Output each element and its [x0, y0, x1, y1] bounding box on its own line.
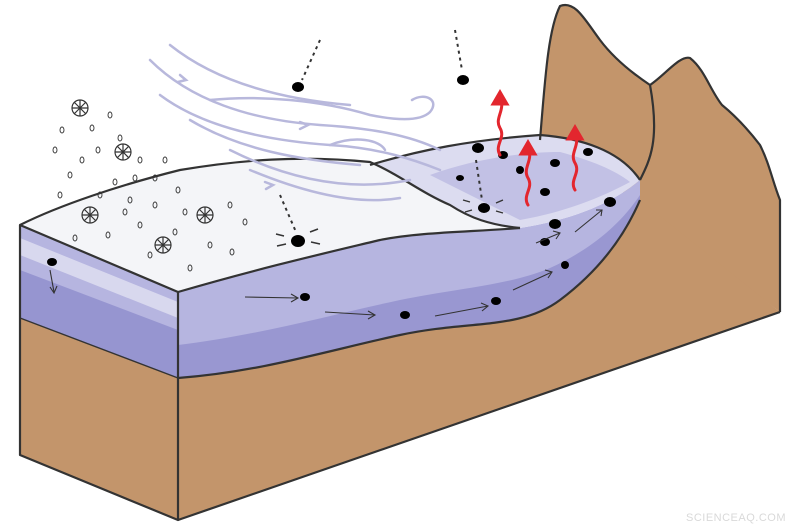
snow-grain — [107, 111, 113, 119]
meteorite-icon — [478, 203, 490, 213]
snow-grain — [229, 248, 235, 256]
meteorite-icon — [549, 219, 561, 229]
meteorite-icon — [550, 159, 560, 167]
meteorite-icon — [604, 197, 616, 207]
meteorite-icon — [400, 311, 410, 319]
snow-grain — [79, 156, 85, 164]
ice-layer-dark — [20, 270, 178, 378]
snow-grain — [105, 231, 111, 239]
concentrated-meteorites — [47, 143, 616, 319]
snow-grain — [122, 208, 128, 216]
ice-flow-arrow-icon — [49, 209, 603, 320]
snow-grain — [147, 251, 153, 259]
snowflake-icon — [81, 206, 99, 224]
snow-grain — [89, 124, 95, 132]
meteorite-icon — [457, 75, 469, 85]
sublimation-arrow-icon — [565, 124, 585, 192]
meteorite-icon — [47, 258, 57, 266]
bedrock-side-face — [178, 200, 780, 520]
meteorite-icon — [300, 293, 310, 301]
snow-grain — [52, 146, 58, 154]
falling-meteorites — [275, 29, 504, 247]
snowflake-icon — [196, 206, 214, 224]
snow-grain — [95, 146, 101, 154]
bedrock-front-face — [20, 318, 178, 520]
snow-grain — [207, 241, 213, 249]
meteorite-icon — [291, 235, 305, 247]
snow-grain — [117, 134, 123, 142]
meteorite-icon — [516, 166, 524, 174]
snow-grains — [52, 111, 248, 272]
sublimation-arrow-icon — [518, 139, 538, 207]
snow-grain — [112, 178, 118, 186]
snow-grain — [67, 171, 73, 179]
snow-grain — [152, 174, 158, 182]
snowflake-icon — [71, 99, 89, 117]
meteorite-icon — [561, 261, 569, 269]
snowflake-icon — [114, 143, 132, 161]
meteorite-icon — [472, 143, 484, 153]
snow-grain — [152, 201, 158, 209]
wind-swirl-icon — [148, 43, 442, 202]
snow-grain — [187, 264, 193, 272]
snow-grain — [132, 174, 138, 182]
watermark-text: SCIENCEAQ.COM — [685, 512, 786, 524]
snow-grain — [97, 191, 103, 199]
meteorite-icon — [540, 188, 550, 196]
snow-grain — [175, 186, 181, 194]
meteorite-icon — [292, 82, 304, 92]
ice-layer-light — [20, 238, 178, 318]
snow-grain — [242, 218, 248, 226]
snow-grain — [162, 156, 168, 164]
snow-grain — [57, 191, 63, 199]
mountain-rock — [540, 4, 780, 312]
sublimation-arrows — [490, 89, 585, 207]
snow-grain — [59, 126, 65, 134]
snowflakes — [71, 99, 214, 254]
snow-grain — [227, 201, 233, 209]
snow-surface — [20, 158, 520, 292]
snow-grain — [172, 228, 178, 236]
snow-grain — [182, 208, 188, 216]
meteorite-icon — [491, 297, 501, 305]
meteorite-icon — [456, 175, 464, 181]
glacier-deep-layer — [178, 195, 640, 378]
snow-grain — [72, 234, 78, 242]
sublimation-arrow-icon — [490, 89, 510, 157]
outlines — [18, 3, 782, 522]
snow-grain — [137, 221, 143, 229]
meteorite-icon — [583, 148, 593, 156]
snow-grain — [137, 156, 143, 164]
snowflake-icon — [154, 236, 172, 254]
snow-grain — [127, 196, 133, 204]
